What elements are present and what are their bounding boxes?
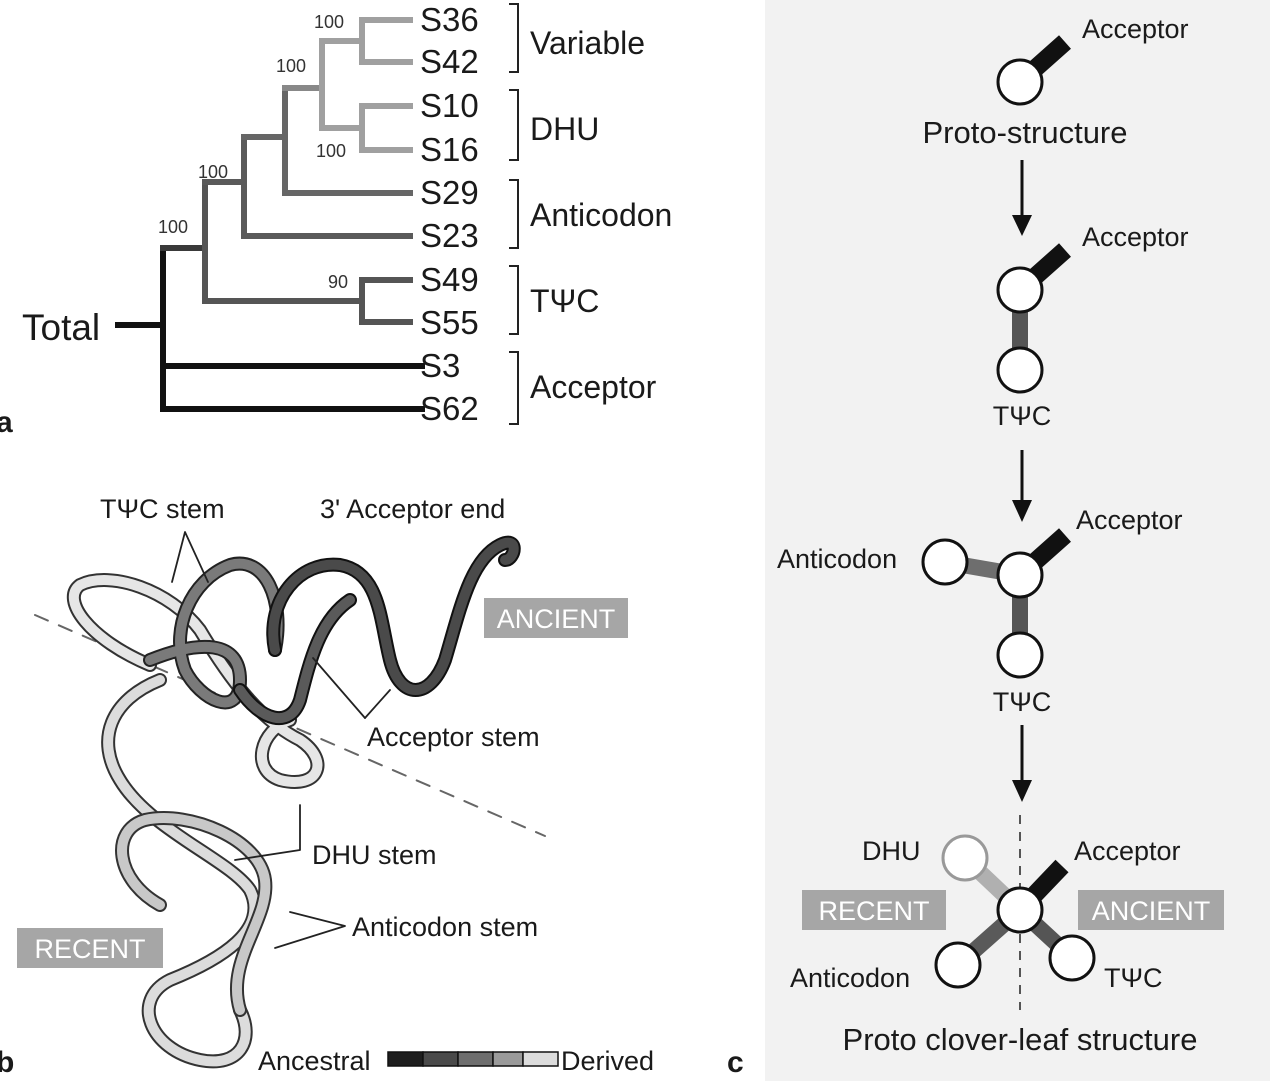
- badge-recent: [802, 890, 946, 930]
- loop-node: [996, 346, 1044, 394]
- loop-node: [921, 538, 969, 586]
- bootstrap-value: 100: [158, 217, 188, 237]
- label-tpsic: TΨC: [993, 401, 1052, 431]
- label-acceptor-end: 3' Acceptor end: [320, 494, 505, 524]
- label-anticodon: Anticodon: [777, 544, 897, 574]
- tree-leaf-label: S3: [420, 347, 460, 384]
- legend-right-label: Derived: [561, 1046, 654, 1076]
- leader-line: [312, 657, 366, 719]
- group-bracket: [509, 89, 519, 161]
- group-bracket: [509, 351, 519, 425]
- badge-recent-text: RECENT: [818, 896, 929, 926]
- tree-leaf-label: S49: [420, 261, 479, 298]
- group-bracket: [509, 179, 519, 249]
- leader-line: [364, 689, 391, 719]
- group-bracket: [509, 3, 519, 73]
- ribbon-mid: [143, 556, 285, 710]
- label-tpsic-stem: TΨC stem: [100, 494, 225, 524]
- legend-swatch: [522, 1051, 559, 1067]
- label-acceptor: Acceptor: [1076, 505, 1183, 535]
- label-dhu-stem: DHU stem: [312, 840, 437, 870]
- loop-node: [996, 266, 1044, 314]
- bootstrap-value: 100: [314, 12, 344, 32]
- leader-line: [274, 911, 346, 949]
- group-label: Acceptor: [530, 369, 657, 405]
- badge-ancient-text: ANCIENT: [497, 604, 616, 634]
- color-legend-bar: [387, 1051, 559, 1067]
- loop-node: [996, 631, 1044, 679]
- badge-recent-text: RECENT: [34, 934, 145, 964]
- panel-letter-a: a: [0, 406, 13, 439]
- tree-leaf-label: S10: [420, 87, 479, 124]
- tree-root-label: Total: [22, 307, 100, 348]
- arrow-head: [1012, 500, 1032, 522]
- legend-swatch: [492, 1051, 524, 1067]
- label-tpsic: TΨC: [1104, 963, 1163, 993]
- legend-left-label: Ancestral: [258, 1046, 371, 1076]
- bootstrap-value: 100: [316, 141, 346, 161]
- label-proto-clover-leaf: Proto clover-leaf structure: [843, 1022, 1198, 1057]
- badge-recent: [17, 928, 163, 968]
- legend-swatch: [422, 1051, 459, 1067]
- arrow-head: [1012, 780, 1032, 802]
- group-label: DHU: [530, 111, 599, 147]
- badge-ancient-text: ANCIENT: [1092, 896, 1211, 926]
- label-anticodon-stem: Anticodon stem: [352, 912, 538, 942]
- arrow-head: [1012, 215, 1032, 236]
- label-acceptor-stem: Acceptor stem: [367, 722, 540, 752]
- legend-swatch: [387, 1051, 424, 1067]
- bootstrap-value: 100: [276, 56, 306, 76]
- label-acceptor: Acceptor: [1082, 222, 1189, 252]
- tree-leaf-label: S23: [420, 217, 479, 254]
- loop-node: [996, 886, 1044, 934]
- tree-leaf-label: S36: [420, 1, 479, 38]
- loop-node: [996, 58, 1044, 106]
- leader-line: [171, 531, 209, 583]
- label-proto-structure: Proto-structure: [922, 115, 1127, 150]
- group-label: Variable: [530, 25, 645, 61]
- group-bracket: [509, 265, 519, 335]
- tree-leaf-label: S55: [420, 304, 479, 341]
- loop-node: [934, 941, 982, 989]
- tree-leaf-label: S16: [420, 131, 479, 168]
- loop-node: [941, 834, 989, 882]
- panel-c-diagram: [802, 35, 1224, 1010]
- bootstrap-value: 90: [328, 272, 348, 292]
- panel-letter-b: b: [0, 1046, 14, 1079]
- panel-a-tree: [115, 3, 519, 425]
- label-acceptor: Acceptor: [1074, 836, 1181, 866]
- tree-leaf-label: S29: [420, 174, 479, 211]
- leader-line: [234, 804, 301, 861]
- label-tpsic: TΨC: [993, 687, 1052, 717]
- group-label: TΨC: [530, 283, 599, 319]
- group-label: Anticodon: [530, 197, 672, 233]
- panel-b-trna-ribbon: [34, 531, 546, 1069]
- tree-leaf-label: S42: [420, 43, 479, 80]
- badge-ancient: [484, 598, 628, 638]
- tree-leaf-label: S62: [420, 390, 479, 427]
- loop-node: [996, 551, 1044, 599]
- legend-swatch: [457, 1051, 494, 1067]
- panel-letter-c: c: [727, 1046, 744, 1079]
- label-acceptor: Acceptor: [1082, 14, 1189, 44]
- label-dhu: DHU: [862, 836, 921, 866]
- label-anticodon: Anticodon: [790, 963, 910, 993]
- loop-node: [1048, 934, 1096, 982]
- badge-ancient: [1078, 890, 1224, 930]
- bootstrap-value: 100: [198, 162, 228, 182]
- ribbon-ancestral: [233, 535, 521, 726]
